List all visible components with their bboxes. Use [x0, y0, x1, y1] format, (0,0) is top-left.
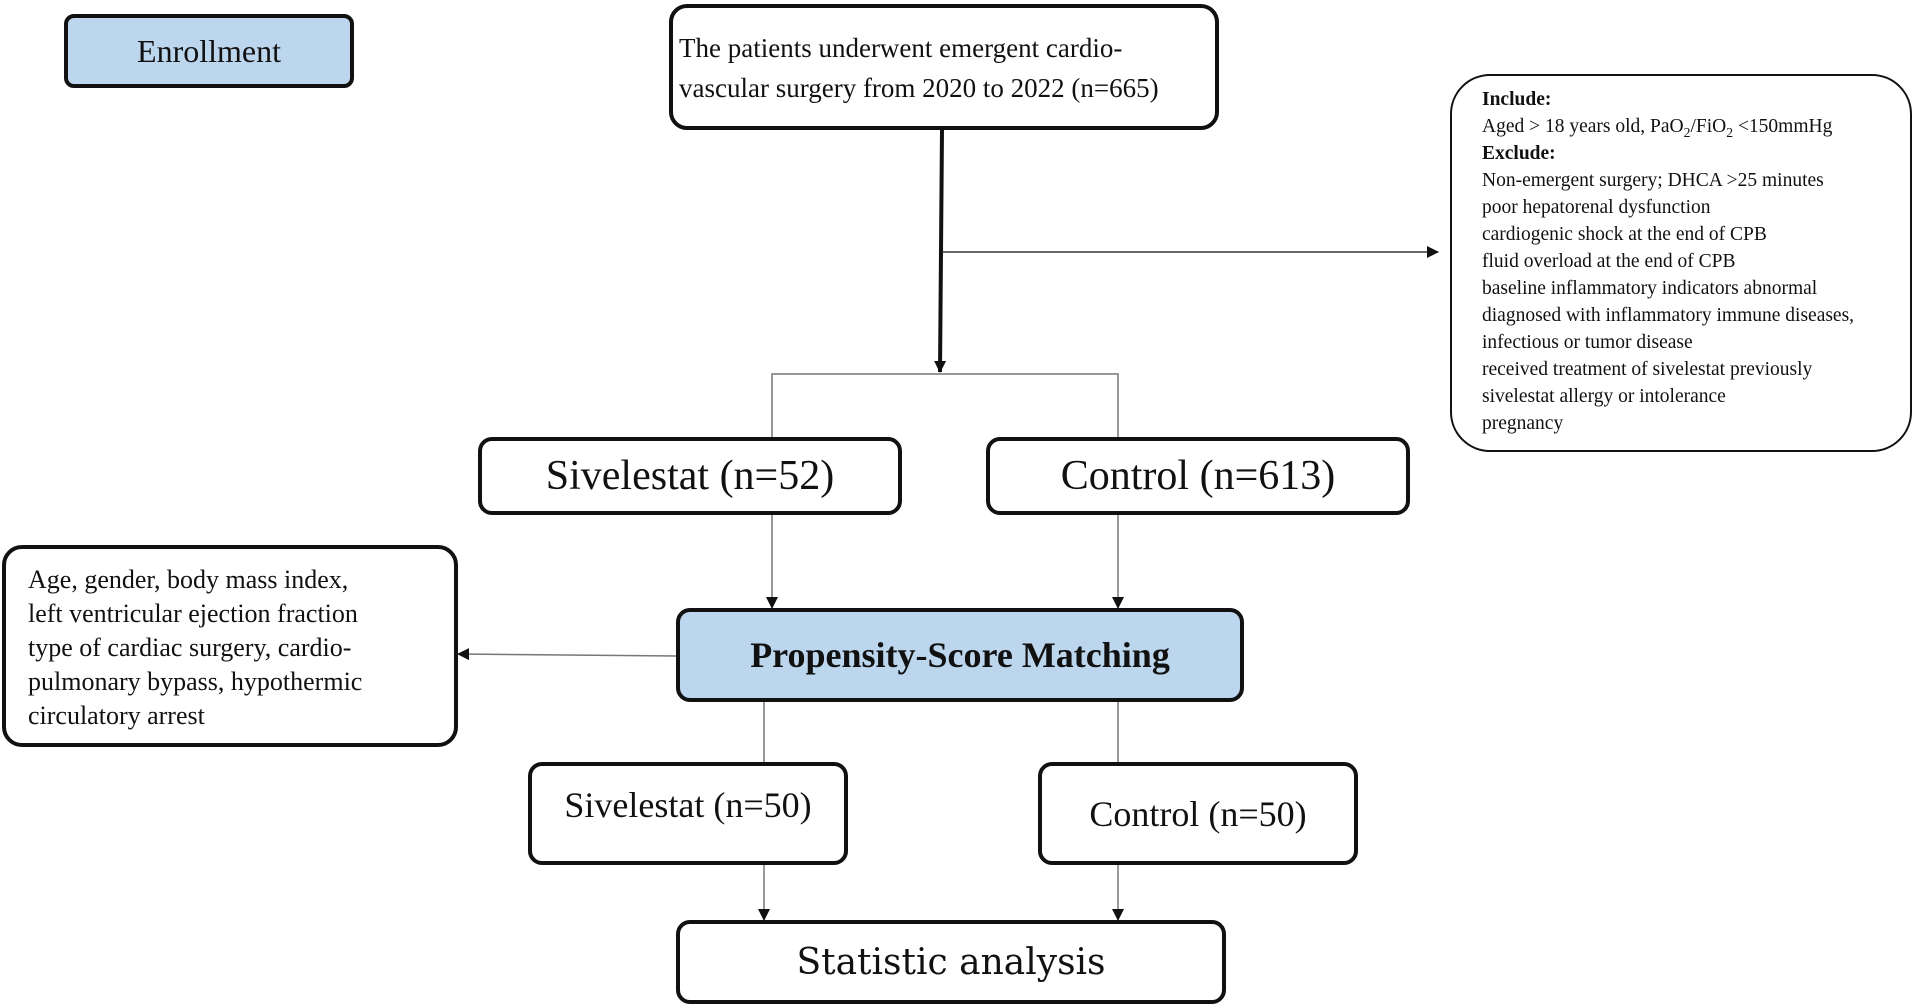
- exclude-item: fluid overload at the end of CPB: [1482, 251, 1736, 272]
- control-group-label: Control (n=613): [1060, 453, 1336, 499]
- exclude-item: sivelestat allergy or intolerance: [1482, 386, 1726, 407]
- covariates-line: pulmonary bypass, hypothermic: [28, 667, 363, 696]
- psm-to-covariates-arrow: [457, 648, 677, 661]
- covariates-line: left ventricular ejection fraction: [28, 599, 358, 628]
- trunk-arrow: [934, 129, 947, 373]
- exclude-item: received treatment of sivelestat previou…: [1482, 359, 1813, 380]
- matched-sivelestat-box: Sivelestat (n=50): [528, 762, 848, 865]
- psm-label: Propensity-Score Matching: [750, 635, 1170, 675]
- covariates-line: type of cardiac surgery, cardio-: [28, 633, 352, 662]
- exclude-item: baseline inflammatory indicators abnorma…: [1482, 278, 1818, 299]
- analysis-box: Statistic analysis: [676, 920, 1226, 1004]
- matched-control-label: Control (n=50): [1089, 793, 1307, 834]
- matched-control-box: Control (n=50): [1038, 762, 1358, 865]
- analysis-label: Statistic analysis: [796, 941, 1106, 983]
- psm-box: Propensity-Score Matching: [676, 608, 1244, 702]
- sivelestat-group-label: Sivelestat (n=52): [545, 453, 835, 499]
- exclude-item: Non-emergent surgery; DHCA >25 minutes: [1482, 170, 1824, 191]
- enrollment-label: Enrollment: [137, 32, 281, 69]
- covariates-line: circulatory arrest: [28, 701, 205, 730]
- criteria-box: Include: Aged > 18 years old, PaO2/FiO2 …: [1450, 74, 1912, 452]
- exclude-item: poor hepatorenal dysfunction: [1482, 197, 1711, 218]
- exclude-item: cardiogenic shock at the end of CPB: [1482, 224, 1767, 245]
- enrollment-box: Enrollment: [64, 14, 354, 88]
- sivelestat-group-box: Sivelestat (n=52): [478, 437, 902, 515]
- exclude-item: diagnosed with inflammatory immune disea…: [1482, 305, 1855, 326]
- patients-text-line-2: vascular surgery from 2020 to 2022 (n=66…: [679, 73, 1159, 103]
- patients-text-line-1: The patients underwent emergent cardio-: [679, 33, 1123, 63]
- exclude-heading: Exclude:: [1482, 143, 1556, 164]
- split-line: [771, 373, 1119, 437]
- control-group-box: Control (n=613): [986, 437, 1410, 515]
- include-heading: Include:: [1482, 89, 1552, 110]
- exclude-item: infectious or tumor disease: [1482, 332, 1693, 353]
- matched-sivelestat-label: Sivelestat (n=50): [564, 784, 812, 825]
- covariates-line: Age, gender, body mass index,: [28, 565, 349, 594]
- covariates-box: Age, gender, body mass index, left ventr…: [2, 545, 458, 747]
- patients-box: The patients underwent emergent cardio- …: [669, 4, 1219, 130]
- include-criterion: Aged > 18 years old, PaO2/FiO2 <150mmHg: [1482, 116, 1833, 140]
- exclude-item: pregnancy: [1482, 413, 1564, 434]
